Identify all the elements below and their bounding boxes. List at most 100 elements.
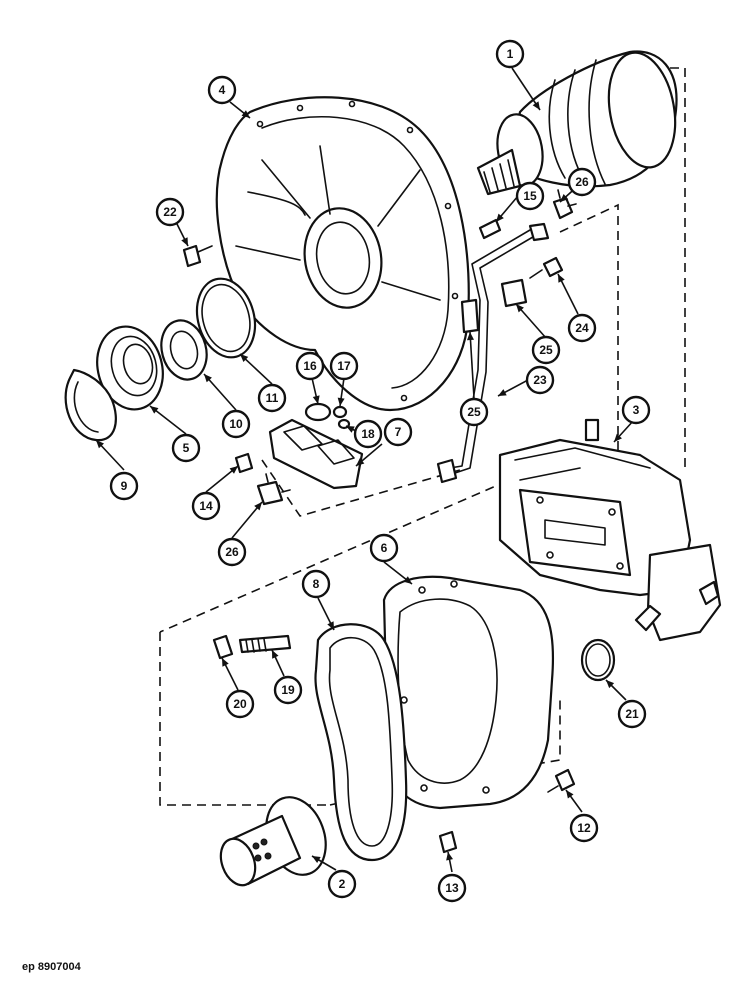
leader-26-upper-arrowhead	[560, 194, 569, 202]
leader-16-arrowhead	[312, 395, 320, 404]
callout-16: 16	[295, 351, 325, 381]
svg-text:14: 14	[199, 499, 213, 513]
svg-text:6: 6	[381, 541, 388, 555]
part-21-o-ring	[580, 638, 616, 682]
part-19-stud	[238, 634, 292, 654]
leader-12-arrowhead	[566, 790, 574, 799]
svg-text:26: 26	[225, 545, 239, 559]
part-20-nut	[212, 634, 234, 660]
leader-1-arrowhead	[532, 101, 540, 110]
leader-13-arrowhead	[446, 852, 454, 861]
callout-25-lower: 25	[459, 397, 489, 427]
leader-2-arrowhead	[312, 856, 321, 864]
callout-6: 6	[369, 533, 399, 563]
part-13-plug	[438, 830, 458, 854]
svg-text:16: 16	[303, 359, 317, 373]
svg-text:20: 20	[233, 697, 247, 711]
svg-text:4: 4	[219, 83, 226, 97]
callout-2: 2	[327, 869, 357, 899]
leader-19-arrowhead	[272, 650, 279, 659]
svg-text:17: 17	[337, 359, 351, 373]
leader-26-lower-arrowhead	[254, 502, 262, 511]
leader-21-arrowhead	[606, 680, 615, 689]
callout-23: 23	[525, 365, 555, 395]
leader-17-arrowhead	[337, 397, 345, 406]
callout-25-upper: 25	[531, 335, 561, 365]
part-24-screw	[529, 256, 564, 279]
callout-10: 10	[221, 409, 251, 439]
svg-text:8: 8	[313, 577, 320, 591]
callout-20: 20	[225, 689, 255, 719]
leader-lines	[95, 67, 635, 873]
part-26-fitting-upper	[552, 189, 577, 220]
leader-10-arrowhead	[204, 374, 212, 383]
svg-text:26: 26	[575, 175, 589, 189]
part-25-clamp-lower	[460, 298, 480, 334]
svg-text:1: 1	[507, 47, 514, 61]
callout-4: 4	[207, 75, 237, 105]
svg-text:23: 23	[533, 373, 547, 387]
leader-25-lower	[469, 331, 475, 399]
part-16-o-ring	[304, 402, 332, 422]
part-15-pin	[478, 218, 502, 240]
callout-21: 21	[617, 699, 647, 729]
part-23-tube	[436, 222, 550, 484]
drawing-reference: ep 8907004	[22, 961, 82, 973]
leader-6-arrowhead	[403, 576, 412, 584]
svg-text:21: 21	[625, 707, 639, 721]
leader-18-arrowhead	[346, 426, 355, 433]
leader-3-arrowhead	[614, 433, 622, 442]
part-2-coupler	[219, 796, 327, 887]
callout-7: 7	[383, 417, 413, 447]
part-11-o-ring	[195, 277, 257, 359]
part-5-bearing	[96, 325, 164, 411]
leader-10	[203, 373, 237, 411]
callout-24: 24	[567, 313, 597, 343]
leader-25-upper-arrowhead	[516, 304, 524, 313]
part-22-screw	[182, 244, 213, 268]
leader-5-arrowhead	[150, 406, 159, 414]
callout-11: 11	[257, 383, 287, 413]
callout-labels: 1 2 3 4 5 6 7 8 9 10 11 12 13 14 15 16 1…	[109, 39, 651, 903]
part-8-gasket	[314, 623, 408, 862]
svg-text:11: 11	[266, 391, 279, 405]
svg-text:10: 10	[229, 417, 243, 431]
part-9-snap-ring	[64, 368, 117, 442]
svg-text:9: 9	[121, 479, 128, 493]
svg-text:19: 19	[281, 683, 295, 697]
svg-text:24: 24	[575, 321, 589, 335]
callout-15: 15	[515, 181, 545, 211]
svg-text:7: 7	[395, 425, 402, 439]
callout-13: 13	[437, 873, 467, 903]
svg-text:25: 25	[467, 405, 481, 419]
svg-text:13: 13	[445, 881, 459, 895]
callout-5: 5	[171, 433, 201, 463]
leader-4-arrowhead	[241, 110, 250, 118]
leader-24-arrowhead	[558, 274, 565, 283]
part-26-fitting-lower	[256, 473, 291, 506]
leader-1	[511, 67, 541, 111]
leader-14-arrowhead	[229, 466, 238, 474]
leader-23-arrowhead	[498, 389, 507, 396]
callout-22: 22	[155, 197, 185, 227]
svg-text:3: 3	[633, 403, 640, 417]
svg-text:25: 25	[539, 343, 553, 357]
callout-26-upper: 26	[567, 167, 597, 197]
callout-14: 14	[191, 491, 221, 521]
svg-text:15: 15	[523, 189, 537, 203]
part-12-screw	[547, 768, 576, 793]
leader-8-arrowhead	[327, 621, 334, 630]
leader-11-arrowhead	[240, 354, 249, 363]
leader-9-arrowhead	[96, 440, 105, 449]
leader-7-arrowhead	[356, 458, 365, 466]
part-1-motor	[476, 50, 678, 196]
svg-text:22: 22	[163, 205, 177, 219]
callout-26-lower: 26	[217, 537, 247, 567]
callout-17: 17	[329, 351, 359, 381]
part-3-pump	[498, 418, 722, 642]
svg-text:2: 2	[339, 877, 346, 891]
callout-8: 8	[301, 569, 331, 599]
leader-22-arrowhead	[181, 237, 188, 246]
part-25-clamp-upper	[500, 278, 528, 308]
